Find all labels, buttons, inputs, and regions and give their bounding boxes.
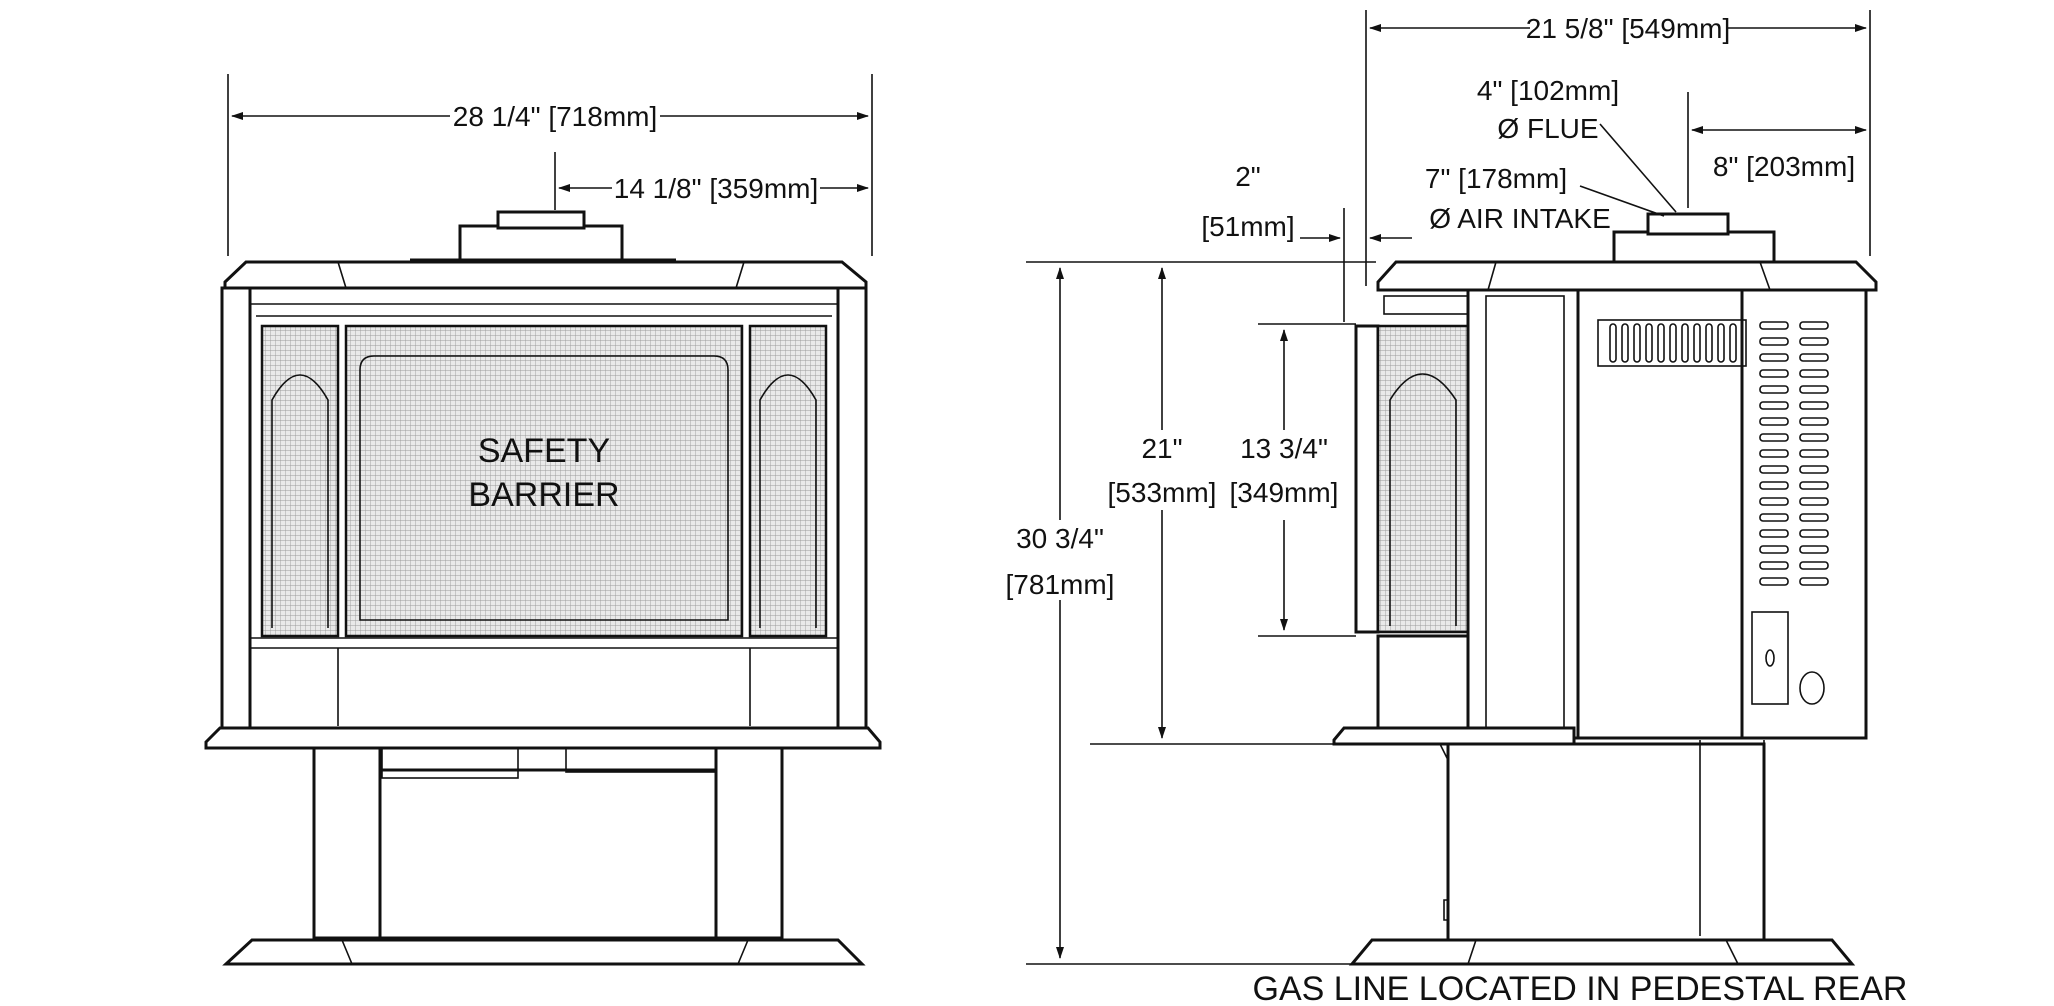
dim-rear-to-flue: 8" [203mm] — [1713, 151, 1855, 182]
front-left-post — [220, 286, 252, 730]
side-flue-collar — [1612, 230, 1776, 264]
side-top-plate — [1376, 260, 1878, 292]
front-left-panel — [260, 324, 340, 638]
dim-flue-size-2: Ø FLUE — [1497, 113, 1598, 144]
dim-overall-height-2: [781mm] — [1006, 569, 1115, 600]
side-base-ledge — [1332, 726, 1576, 746]
dim-depth: 21 5/8" [549mm] — [1526, 13, 1731, 44]
side-pedestal — [1446, 742, 1766, 942]
front-right-panel — [748, 324, 828, 638]
dim-floor-to-top-1: 21" — [1141, 433, 1182, 464]
front-top-plate — [223, 260, 868, 290]
side-lower-front — [1376, 634, 1470, 730]
side-door-panel — [1376, 324, 1470, 634]
side-flue-pipe — [1646, 212, 1730, 236]
side-control-knob — [1799, 671, 1825, 705]
front-right-post — [836, 286, 868, 730]
side-body-front — [1466, 288, 1580, 740]
front-view: SAFETY BARRIER 28 1/4" [718mm] 14 1/8" [… — [204, 74, 882, 966]
side-foot — [1348, 938, 1856, 966]
side-control-panel — [1751, 611, 1789, 705]
dim-overall-height-1: 30 3/4" — [1016, 523, 1104, 554]
dim-intake-size-2: Ø AIR INTAKE — [1429, 203, 1611, 234]
dim-door-height-2: [349mm] — [1230, 477, 1339, 508]
barrier-label-line1: SAFETY — [478, 432, 610, 470]
front-base-ledge — [204, 726, 882, 750]
dim-front-projection-1: 2" — [1235, 161, 1261, 192]
gas-line-note: GAS LINE LOCATED IN PEDESTAL REAR — [1253, 970, 1908, 1006]
front-foot — [222, 938, 866, 966]
front-pedestal-right — [714, 746, 784, 940]
front-center-panel — [344, 324, 744, 638]
dim-flue-size-1: 4" [102mm] — [1477, 75, 1619, 106]
side-rear-louvers — [1759, 321, 1829, 586]
dim-front-projection-2: [51mm] — [1201, 211, 1294, 242]
front-flue-pipe — [496, 210, 586, 230]
front-pedestal-center — [378, 768, 718, 940]
side-view: 21 5/8" [549mm] 4" [102mm] Ø FLUE 7" [17… — [1006, 10, 1878, 966]
dim-flue-offset: 14 1/8" [359mm] — [614, 173, 819, 204]
side-top-louvers — [1597, 319, 1747, 367]
side-door-edge — [1354, 324, 1380, 634]
front-pedestal-left — [312, 746, 382, 940]
dim-floor-to-top-2: [533mm] — [1108, 477, 1217, 508]
front-flue-collar — [458, 224, 624, 262]
front-valve-box — [381, 747, 519, 779]
dim-door-height-1: 13 3/4" — [1240, 433, 1328, 464]
barrier-label-line2: BARRIER — [468, 476, 619, 514]
dim-intake-size-1: 7" [178mm] — [1425, 163, 1567, 194]
dim-overall-width: 28 1/4" [718mm] — [453, 101, 658, 132]
